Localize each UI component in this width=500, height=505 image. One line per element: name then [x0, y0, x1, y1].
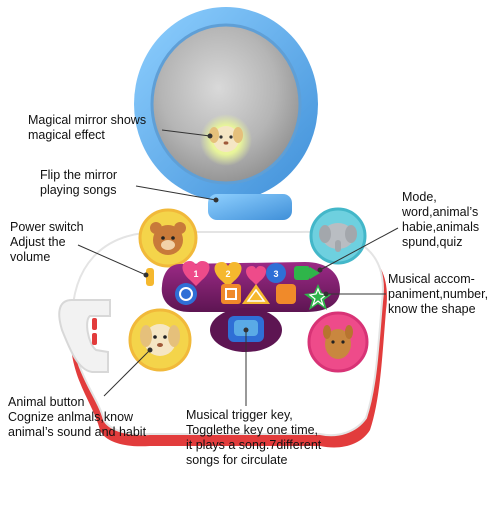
leader-trigger-dot — [243, 327, 249, 333]
handle-grip — [92, 318, 97, 345]
label-animal: Animal button Cognize anlmals,know anima… — [8, 395, 147, 439]
key-2[interactable]: 2 — [214, 262, 242, 287]
label-flip: Flip the mirror playing songs — [40, 168, 118, 197]
key-panel: 1 2 3 — [161, 260, 340, 312]
key-3[interactable]: 3 — [266, 263, 286, 283]
leader-flip — [135, 185, 217, 201]
label-mode: Mode, word,animal’s habie,animals spund,… — [402, 190, 480, 249]
bear-button[interactable] — [138, 208, 198, 268]
leader-mirror — [161, 129, 211, 137]
handle — [58, 299, 111, 373]
elephant-button[interactable] — [309, 207, 367, 265]
leader-flip-dot — [213, 197, 219, 203]
mirror — [134, 7, 318, 220]
power-switch[interactable] — [146, 268, 154, 286]
leader-mode — [319, 227, 399, 271]
label-mirror: Magical mirror shows magical effect — [28, 113, 147, 142]
deer-icon — [323, 325, 353, 359]
label-power: Power switch Adjust the volume — [10, 220, 84, 264]
leader-mirror-dot — [207, 133, 213, 139]
key-circle[interactable] — [175, 283, 197, 305]
mirror-dog-face-icon — [209, 126, 243, 152]
leader-power — [77, 244, 147, 276]
key-orange[interactable] — [276, 284, 296, 304]
elephant-icon — [319, 223, 357, 252]
leader-mode-dot — [317, 267, 323, 273]
triangle-icon[interactable] — [242, 284, 270, 304]
leader-musical-dot — [323, 291, 329, 297]
dog-icon — [140, 324, 180, 356]
leader-animal — [103, 349, 151, 397]
leader-animal-dot — [147, 347, 153, 353]
bear-icon — [150, 222, 186, 255]
mirror-hinge — [208, 194, 292, 220]
label-trigger: Musical trigger key, Togglethe key one t… — [186, 408, 322, 467]
deer-button[interactable] — [307, 311, 369, 373]
key-1-label: 1 — [193, 269, 198, 279]
key-square[interactable] — [221, 284, 241, 304]
mirror-glass — [150, 23, 302, 185]
leader-power-dot — [143, 272, 149, 278]
key-2-label: 2 — [225, 269, 230, 279]
label-musical: Musical accom- paniment,number, know the… — [388, 272, 489, 316]
key-heart[interactable] — [246, 266, 266, 285]
key-1[interactable]: 1 — [182, 260, 227, 286]
key-green-arrow[interactable] — [294, 266, 320, 280]
key-3-label: 3 — [273, 269, 278, 279]
